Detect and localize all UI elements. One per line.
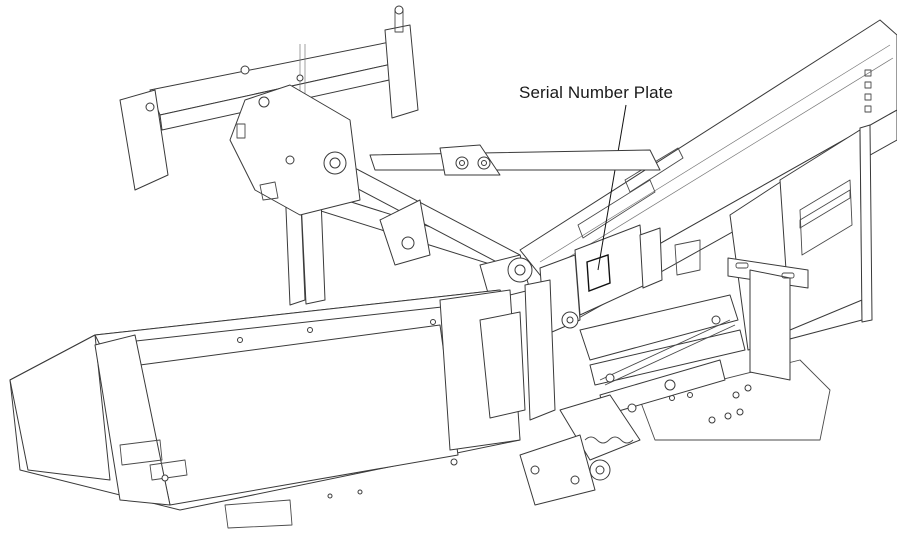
beam-end-bolts [864, 69, 872, 113]
center-gearbox [479, 254, 581, 421]
mounting-bracket [727, 257, 809, 381]
serial-plate-region [574, 104, 701, 316]
serial-number-plate [586, 254, 611, 292]
callout-leader-line [597, 104, 627, 271]
lower-left-shield [9, 289, 526, 529]
serial-number-plate-label: Serial Number Plate [519, 83, 674, 102]
lower-linkage [519, 294, 746, 506]
pivot-plate [229, 84, 431, 266]
